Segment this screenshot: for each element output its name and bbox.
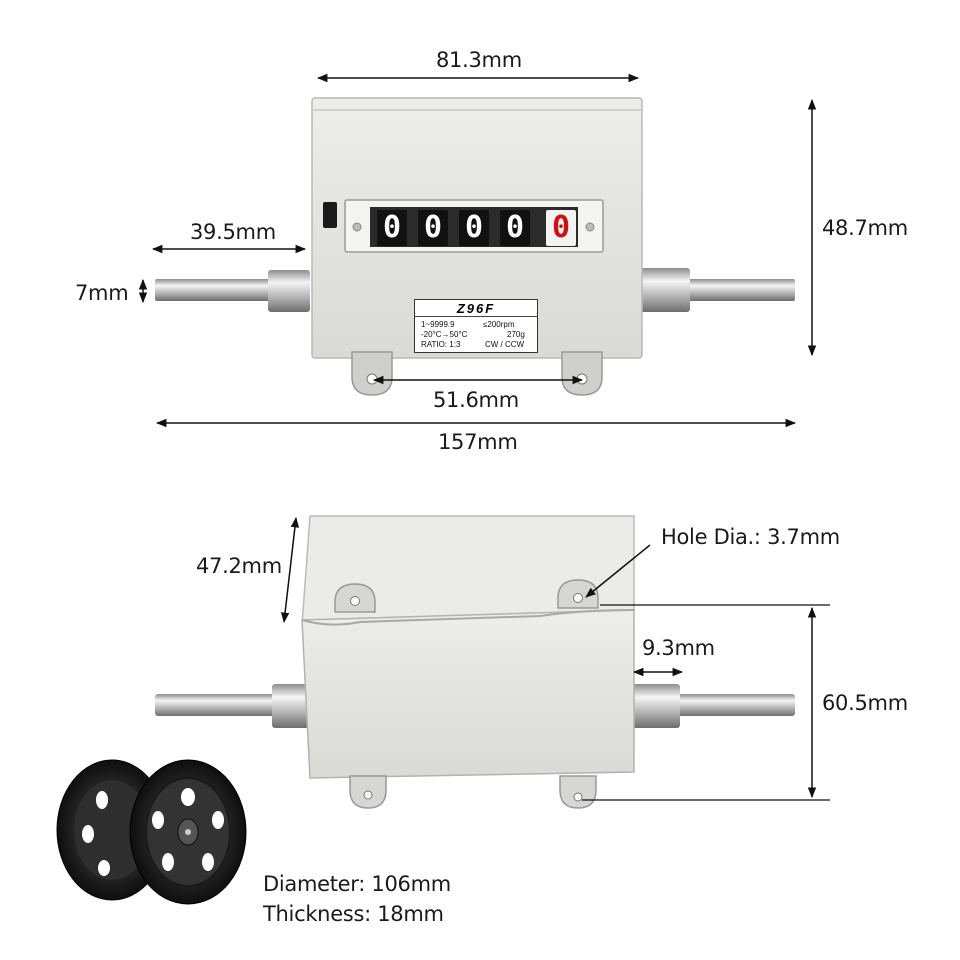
model-label: Z96F	[456, 301, 496, 316]
dim-hole-leader	[585, 544, 651, 598]
counter-digit-4: 0	[500, 210, 530, 246]
label-wheel-thickness: Thickness: 18mm	[263, 902, 444, 926]
housing-body	[301, 609, 635, 779]
rubber-wheels	[56, 759, 247, 905]
bottom-left-shaft	[155, 694, 280, 716]
spec-temp: -20°C→50°C	[421, 330, 468, 339]
counter-digit-2: 0	[418, 210, 448, 246]
right-collar	[640, 268, 690, 312]
right-shaft	[680, 279, 795, 301]
label-total-length: 157mm	[438, 430, 518, 454]
dim-depth-line	[280, 516, 300, 624]
reset-button	[323, 202, 337, 228]
label-collar: 9.3mm	[642, 636, 715, 660]
label-mount-depth: 60.5mm	[822, 691, 908, 715]
label-wheel-diameter: Diameter: 106mm	[263, 872, 451, 896]
counter-digit-1: 0	[377, 210, 407, 246]
spec-plate: Z96F 1~9999.9 ≤200rpm -20°C→50°C 270g RA…	[414, 299, 538, 353]
spec-weight: 270g	[507, 330, 525, 339]
label-width: 81.3mm	[436, 48, 522, 72]
counter-top-view	[155, 515, 795, 809]
left-collar	[268, 270, 310, 312]
label-hole-diameter: Hole Dia.: 3.7mm	[661, 525, 840, 549]
bottom-tab-right	[559, 775, 597, 809]
label-shaft-length: 39.5mm	[190, 220, 276, 244]
label-shaft-diameter: 7mm	[75, 281, 129, 305]
spec-direction: CW / CCW	[485, 340, 525, 349]
counter-digit-tenths: 0	[546, 210, 576, 246]
left-shaft	[155, 279, 275, 301]
label-depth: 47.2mm	[196, 554, 282, 578]
spec-range: 1~9999.9	[421, 320, 455, 329]
counter-digit-3: 0	[459, 210, 489, 246]
bottom-right-collar	[632, 684, 680, 728]
spec-speed: ≤200rpm	[483, 320, 515, 329]
label-height: 48.7mm	[822, 216, 908, 240]
spec-ratio: RATIO: 1:3	[421, 340, 461, 349]
bottom-right-shaft	[675, 694, 795, 716]
bottom-left-collar	[272, 684, 310, 728]
label-mount-spacing: 51.6mm	[433, 388, 519, 412]
